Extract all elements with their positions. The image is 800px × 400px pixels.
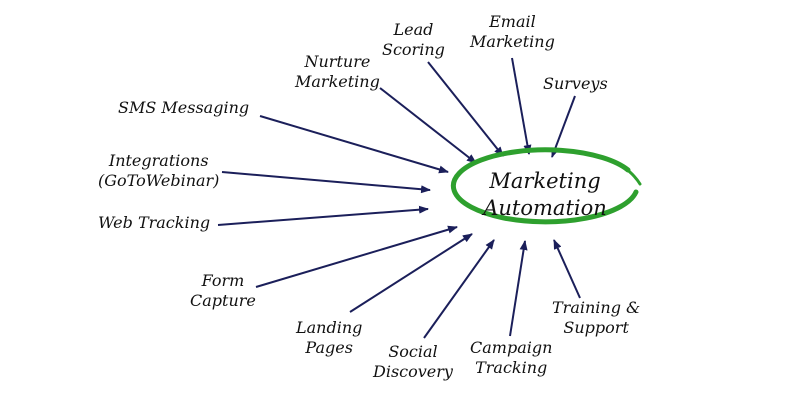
node-training-support: Training & Support	[552, 298, 641, 337]
center-ring-tail	[608, 158, 642, 186]
node-campaign-tracking: Campaign Tracking	[470, 338, 553, 377]
center-label-line1: Marketing	[489, 169, 601, 193]
node-email-marketing: Email Marketing	[470, 12, 555, 51]
node-integrations: Integrations (GoToWebinar)	[98, 151, 220, 190]
arrow-sms-messaging	[259, 115, 449, 174]
center-label: Marketing Automation	[450, 168, 640, 222]
arrow-lead-scoring	[427, 61, 504, 157]
arrow-surveys	[551, 95, 576, 158]
node-web-tracking: Web Tracking	[98, 213, 211, 232]
arrows-group	[217, 57, 581, 339]
node-sms-messaging: SMS Messaging	[118, 98, 250, 117]
node-form-capture: Form Capture	[190, 271, 256, 310]
node-landing-pages: Landing Pages	[296, 318, 363, 357]
center-label-line2: Automation	[483, 196, 607, 220]
arrow-integrations	[221, 171, 431, 194]
arrow-form-capture	[255, 225, 458, 288]
arrow-landing-pages	[349, 233, 473, 313]
node-nurture-marketing: Nurture Marketing	[295, 52, 380, 91]
node-surveys: Surveys	[543, 74, 608, 93]
node-lead-scoring: Lead Scoring	[382, 20, 445, 59]
center-ring	[450, 147, 642, 225]
arrow-nurture-marketing	[379, 87, 477, 164]
arrow-training-support	[553, 239, 581, 299]
center-ring-stroke	[450, 147, 639, 225]
arrow-campaign-tracking	[509, 240, 528, 337]
arrow-social-discovery	[423, 239, 495, 339]
arrow-email-marketing	[511, 57, 532, 155]
arrow-web-tracking	[217, 205, 429, 226]
node-social-discovery: Social Discovery	[373, 342, 453, 381]
